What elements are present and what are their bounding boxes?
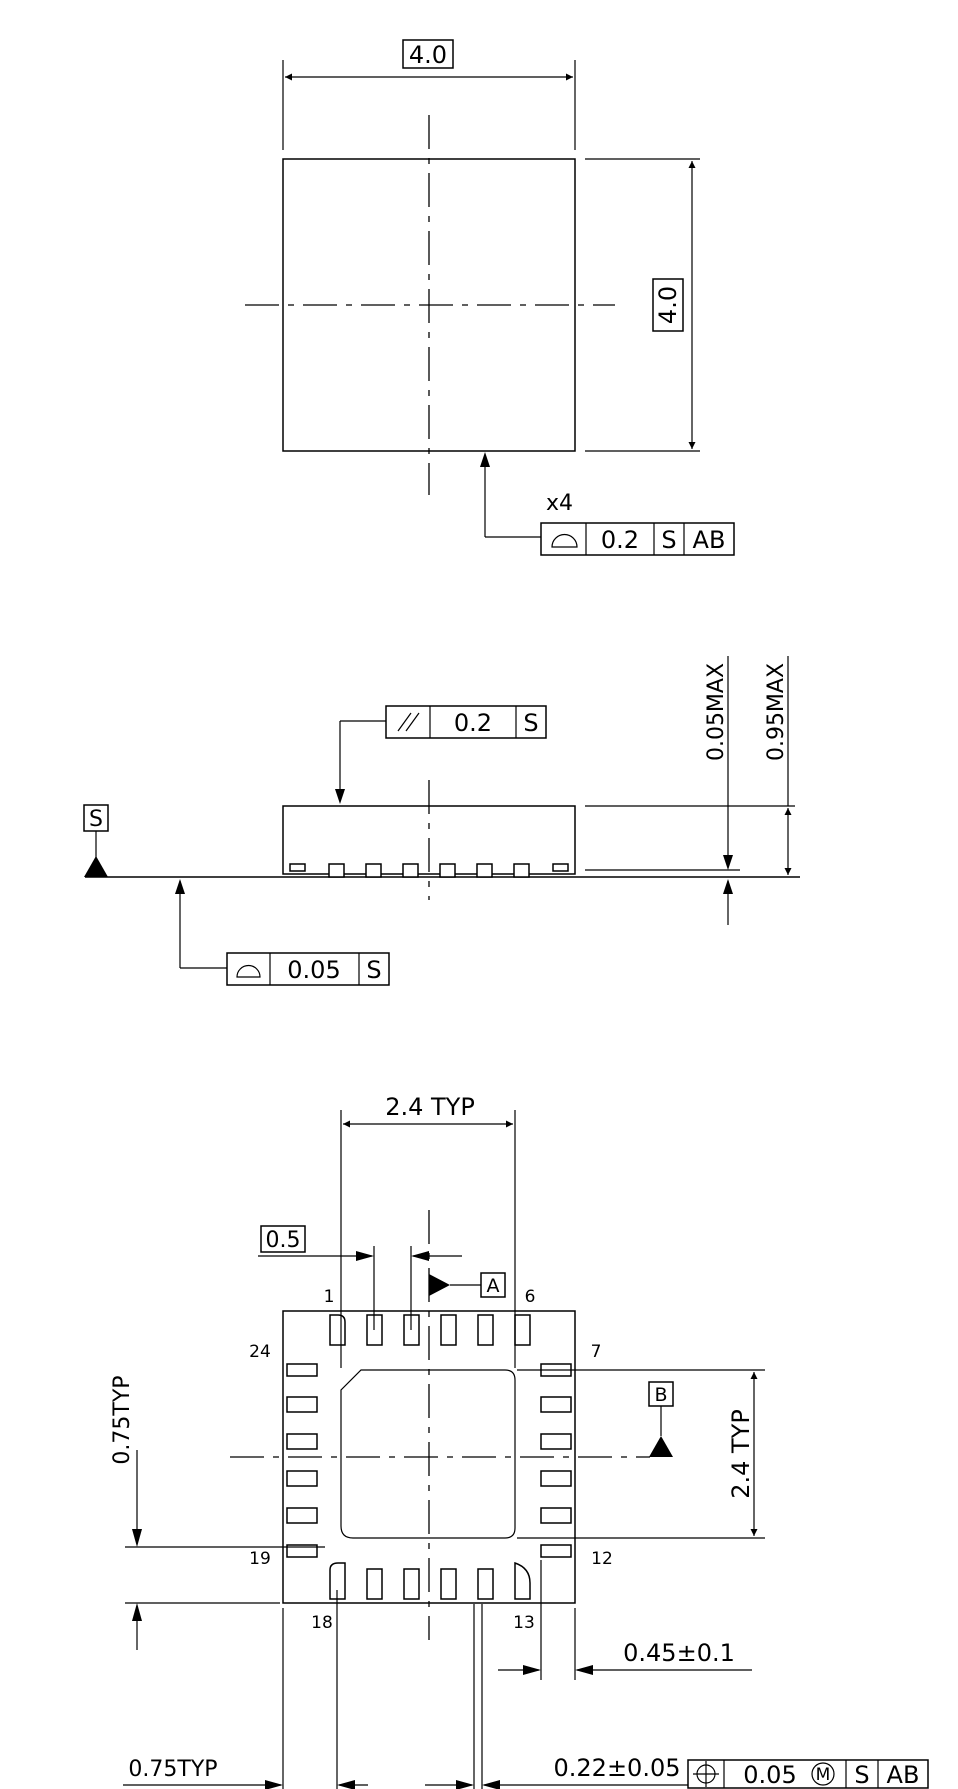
dimension-width: 4.0: [409, 41, 447, 69]
dimension-lead-length: 0.45±0.1: [623, 1639, 735, 1667]
dimension-standoff: 0.05MAX: [704, 663, 729, 761]
svg-text:0.2: 0.2: [601, 526, 639, 554]
pin-24-label: 24: [249, 1342, 271, 1362]
datum-s-symbol: S: [83, 804, 109, 877]
position-icon: [693, 1761, 719, 1787]
svg-text:A: A: [487, 1275, 500, 1297]
pin-13-label: 13: [513, 1613, 535, 1633]
svg-text:S: S: [366, 956, 381, 984]
bottom-view: 1 6 7 12 13 18 19 24 2.4 TYP 0.5 A: [110, 1093, 929, 1789]
svg-text:0.05: 0.05: [287, 956, 340, 984]
side-view: 0.2 S S 0.05 S 0.05MAX: [83, 656, 800, 986]
dimension-edge-h: 0.75TYP: [128, 1757, 217, 1782]
profile-surface-icon: [551, 533, 578, 548]
svg-text:0.2: 0.2: [454, 709, 492, 737]
dimension-edge-v: 0.75TYP: [110, 1375, 135, 1464]
svg-text:S: S: [523, 709, 538, 737]
pin-19-label: 19: [249, 1549, 271, 1569]
profile-fcf-top: 0.2 S AB: [540, 522, 735, 556]
dimension-height: 4.0: [654, 286, 682, 324]
pin-7-label: 7: [591, 1342, 602, 1362]
dimension-overall-height: 0.95MAX: [764, 663, 789, 761]
svg-text:S: S: [89, 807, 103, 832]
parallelism-fcf: 0.2 S: [385, 705, 547, 739]
svg-text:B: B: [654, 1384, 667, 1406]
parallelism-icon: [397, 712, 412, 732]
exposed-pad: [340, 1369, 516, 1539]
pin-12-label: 12: [591, 1549, 613, 1569]
svg-text:AB: AB: [693, 526, 726, 554]
mmc-circle-icon: [811, 1762, 835, 1786]
dimension-pad-span-v: 2.4 TYP: [727, 1409, 755, 1499]
pin-18-label: 18: [311, 1613, 333, 1633]
datum-b-symbol: B: [648, 1381, 674, 1457]
svg-text:0.05: 0.05: [743, 1761, 796, 1789]
dimension-pad-span-h: 2.4 TYP: [385, 1093, 475, 1121]
top-view: 4.0 4.0 x4 0.2 S AB: [245, 39, 735, 556]
profile-surface-icon-2: [236, 964, 261, 978]
datum-a-symbol: A: [429, 1272, 506, 1298]
dimension-lead-width: 0.22±0.05: [554, 1754, 681, 1782]
position-fcf: 0.05 M S AB: [687, 1759, 929, 1789]
qty-note: x4: [546, 491, 573, 516]
pin-6-label: 6: [525, 1287, 536, 1307]
pin-1-label: 1: [324, 1287, 335, 1307]
profile-fcf-side: 0.05 S: [226, 952, 390, 986]
svg-text:M: M: [816, 1765, 831, 1785]
svg-text:S: S: [661, 526, 676, 554]
svg-text:S: S: [854, 1761, 869, 1789]
svg-text:AB: AB: [887, 1761, 920, 1789]
dimension-pitch: 0.5: [266, 1228, 301, 1253]
